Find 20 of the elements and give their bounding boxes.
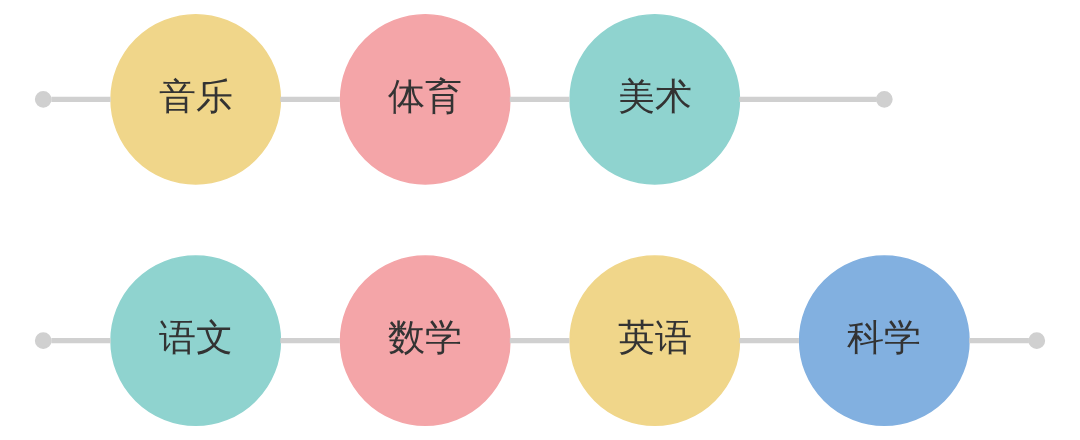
node-circle [1028, 332, 1046, 349]
node-circle: 美术 [569, 13, 741, 185]
connector [51, 96, 111, 102]
node-circle [875, 91, 893, 108]
connector [739, 338, 799, 344]
node-circle: 语文 [110, 255, 282, 427]
connector [969, 338, 1029, 344]
node-circle [34, 91, 52, 108]
connector [280, 338, 340, 344]
node-circle: 数学 [339, 255, 511, 427]
node-circle: 体育 [339, 13, 511, 185]
node-circle [34, 332, 52, 349]
connector [739, 96, 877, 102]
connector [509, 96, 570, 102]
connector [280, 96, 340, 102]
connector [509, 338, 570, 344]
connector [51, 338, 111, 344]
node-circle: 科学 [798, 255, 970, 427]
node-circle: 音乐 [110, 13, 282, 185]
node-circle: 英语 [569, 255, 741, 427]
